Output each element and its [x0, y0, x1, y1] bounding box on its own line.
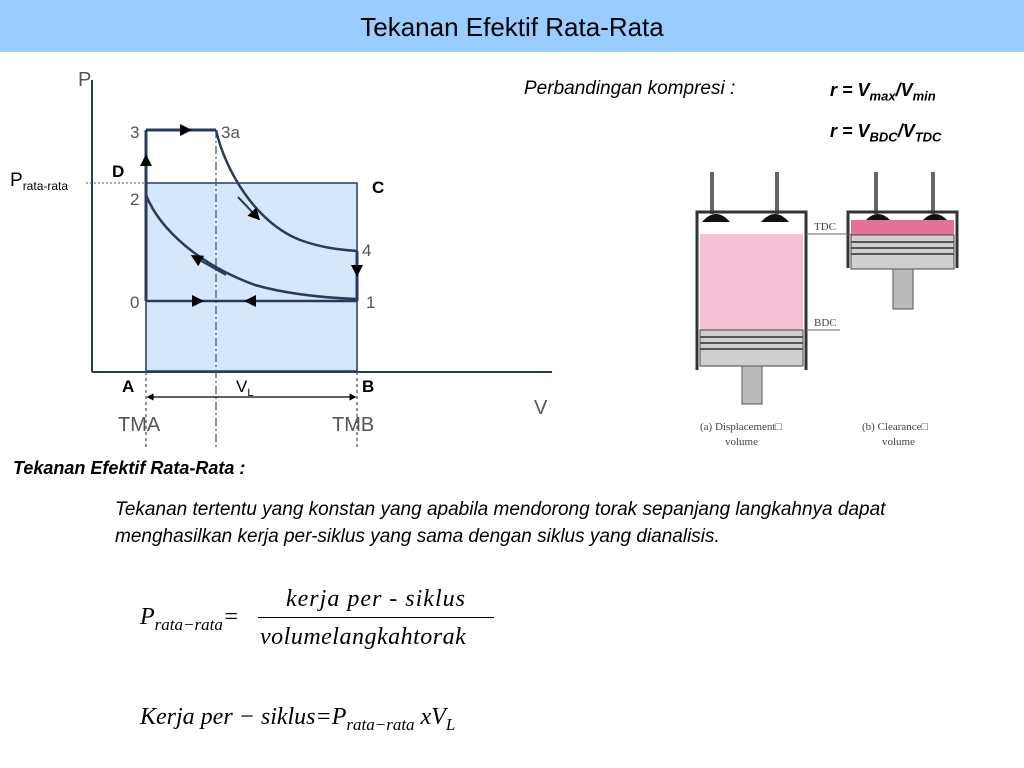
- vl-label: VL: [236, 377, 253, 399]
- axis-v-label: V: [534, 397, 548, 419]
- eq1-denominator: volumelangkahtorak: [260, 624, 467, 650]
- page-title: Tekanan Efektif Rata-Rata: [360, 12, 664, 42]
- eq2: Kerja per − siklus=Prata−rata xVL: [140, 704, 456, 734]
- caption-a-line2: volume: [725, 436, 758, 448]
- corner-b-label: B: [362, 377, 374, 396]
- axis-p-label: P: [78, 69, 91, 91]
- ratio-formula-bdc-tdc: r = VBDC/VTDC: [830, 121, 942, 145]
- tdc-label: TDC: [814, 221, 836, 233]
- expansion-curve: [214, 129, 358, 253]
- point-2-label: 2: [130, 190, 139, 209]
- caption-a-line1: (a) Displacement□: [700, 421, 782, 433]
- corner-a-label: A: [122, 377, 134, 396]
- cylinder-clearance: [846, 172, 959, 310]
- point-3-label: 3: [130, 123, 139, 142]
- cylinder-displacement: [695, 172, 808, 405]
- piston-b: [850, 234, 955, 270]
- point-4-label: 4: [362, 241, 371, 260]
- arrow-expansion: [237, 196, 261, 221]
- point-1-label: 1: [366, 293, 375, 312]
- point-0-label: 0: [130, 293, 139, 312]
- bdc-label: BDC: [814, 317, 837, 329]
- eq1-fraction-bar: [258, 617, 494, 618]
- point-3a-label: 3a: [221, 123, 240, 142]
- eq1-lhs: Prata−rata=: [140, 604, 240, 634]
- corner-c-label: C: [372, 178, 384, 197]
- corner-d-label: D: [112, 162, 124, 181]
- compression-curve: [144, 194, 358, 301]
- clearance-volume: [851, 220, 954, 235]
- eq1-numerator: kerja per - siklus: [286, 586, 466, 612]
- definition-heading: Tekanan Efektif Rata-Rata :: [13, 458, 246, 478]
- definition-text: Tekanan tertentu yang konstan yang apabi…: [115, 499, 886, 547]
- caption-b-line2: volume: [882, 436, 915, 448]
- compression-ratio-label: Perbandingan kompresi :: [524, 78, 736, 99]
- caption-b-line1: (b) Clearance□: [862, 421, 929, 433]
- tmb-label: TMB: [332, 414, 374, 436]
- tma-label: TMA: [118, 414, 161, 436]
- p-mean-label: Prata-rata: [10, 170, 68, 193]
- displacement-volume: [700, 234, 803, 330]
- title-bar: [0, 0, 1024, 52]
- arrow-compression: [190, 255, 227, 276]
- ratio-formula-max-min: r = Vmax/Vmin: [830, 80, 936, 104]
